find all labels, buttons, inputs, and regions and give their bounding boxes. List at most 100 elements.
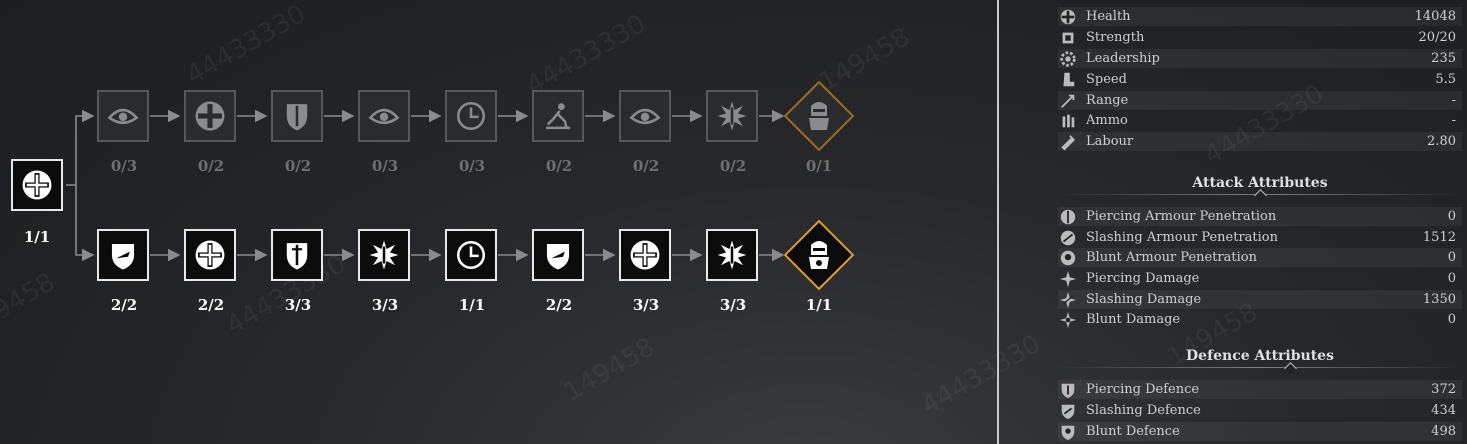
skill-level-bottom-2: 2/2 [197,296,225,314]
skill-node-bottom-7[interactable] [619,229,671,281]
skill-node-top-2[interactable] [184,90,236,142]
stat-value: 1350 [1422,292,1456,307]
skill-level-bottom-4: 3/3 [371,296,399,314]
stat-name: Labour [1086,134,1134,149]
skill-level-top-1: 0/3 [110,157,138,175]
shield-slash-icon [111,243,135,270]
knight-capstone-icon [809,241,829,269]
skill-level-top-3: 0/2 [284,157,312,175]
skill-level-top-7: 0/2 [632,157,660,175]
stat-value: 498 [1431,424,1456,439]
skill-level-bottom-7: 3/3 [632,296,660,314]
skill-level-bottom-5: 1/1 [458,296,486,314]
skill-node-top-7[interactable] [619,90,671,142]
skill-level-bottom-capstone: 1/1 [805,296,833,314]
skill-node-bottom-capstone[interactable] [783,219,855,291]
burst-sword-icon [717,240,747,270]
stat-value: 434 [1431,403,1456,418]
labour-icon [1058,133,1078,151]
stat-value: 2.80 [1427,134,1456,149]
stat-name: Slashing Damage [1086,292,1202,307]
health-cross-icon [1058,8,1078,26]
stat-name: Blunt Damage [1086,312,1181,327]
skill-node-top-8[interactable] [706,90,758,142]
stat-value: 0 [1447,312,1456,327]
blunt-damage-icon [1058,311,1078,329]
timer-icon [456,240,486,270]
stat-name: Range [1086,93,1129,108]
skill-node-bottom-6[interactable] [532,229,584,281]
stat-row-health: Health 14048 [1058,7,1462,26]
skill-node-top-4[interactable] [358,90,410,142]
section-divider [1058,367,1462,368]
medic-cross-icon [22,170,52,200]
burst-sword-icon [717,101,747,131]
ammo-icon [1058,112,1078,130]
stat-row-leadership: Leadership 235 [1058,49,1462,68]
tree-connectors [66,109,785,262]
skill-tree: 44433330 44433330 149458 44433330 149458… [11,80,855,314]
stat-row-range: Range - [1058,91,1462,110]
skill-node-bottom-5[interactable] [445,229,497,281]
stat-row-slashing-armour-penetration: Slashing Armour Penetration 1512 [1058,228,1462,247]
stat-name: Health [1086,9,1131,24]
stat-value: 5.5 [1435,72,1456,87]
skill-node-top-3[interactable] [271,90,323,142]
speed-boot-icon [1058,71,1078,89]
stat-value: 235 [1431,51,1456,66]
stat-value: 14048 [1414,9,1456,24]
stat-value: 20/20 [1418,30,1456,45]
timer-icon [456,101,486,131]
skill-node-top-6[interactable] [532,90,584,142]
stat-row-blunt-damage: Blunt Damage 0 [1058,310,1462,329]
slashing-defence-icon [1058,402,1078,420]
stat-name: Piercing Damage [1086,271,1200,286]
stat-name: Blunt Defence [1086,424,1180,439]
skill-node-root[interactable] [11,159,63,211]
leadership-gear-icon [1058,50,1078,68]
skill-node-top-5[interactable] [445,90,497,142]
medic-cross-icon [195,101,225,131]
shield-sword-icon [286,243,308,270]
stat-name: Slashing Armour Penetration [1086,230,1279,245]
shield-slash-icon [546,243,570,270]
stat-name: Strength [1086,30,1145,45]
skill-level-top-5: 0/3 [458,157,486,175]
blunt-defence-icon [1058,423,1078,441]
stat-row-slashing-damage: Slashing Damage 1350 [1058,290,1462,309]
stat-value: 0 [1447,271,1456,286]
panel-divider [997,0,999,444]
eye-swirl-icon [107,108,139,125]
skill-level-top-6: 0/2 [545,157,573,175]
skill-level-bottom-3: 3/3 [284,296,312,314]
skill-node-bottom-8[interactable] [706,229,758,281]
eye-swirl-icon [629,108,661,125]
stat-name: Ammo [1086,113,1128,128]
stat-row-strength: Strength 20/20 [1058,28,1462,47]
burst-sword-icon [369,240,399,270]
stat-value: 372 [1431,382,1456,397]
skill-level-root: 1/1 [23,228,51,246]
stat-name: Leadership [1086,51,1160,66]
piercing-icon [1058,208,1078,226]
attack-attributes-title: Attack Attributes [1192,175,1328,191]
skill-node-top-capstone[interactable] [783,80,855,152]
skill-level-bottom-6: 2/2 [545,296,573,314]
piercing-damage-icon [1058,270,1078,288]
skill-level-top-2: 0/2 [197,157,225,175]
slashing-icon [1058,229,1078,247]
skill-level-top-8: 0/2 [719,157,747,175]
skill-node-bottom-2[interactable] [184,229,236,281]
defence-attributes-title: Defence Attributes [1186,348,1334,364]
stat-name: Piercing Defence [1086,382,1200,397]
skill-node-bottom-4[interactable] [358,229,410,281]
skill-level-bottom-1: 2/2 [110,296,138,314]
skill-node-bottom-1[interactable] [97,229,149,281]
stat-row-piercing-armour-penetration: Piercing Armour Penetration 0 [1058,207,1462,226]
stat-row-blunt-defence: Blunt Defence 498 [1058,422,1462,441]
skill-node-bottom-3[interactable] [271,229,323,281]
stat-value: 1512 [1422,230,1456,245]
stat-row-ammo: Ammo - [1058,111,1462,130]
skill-node-top-1[interactable] [97,90,149,142]
stat-value: - [1451,113,1456,128]
